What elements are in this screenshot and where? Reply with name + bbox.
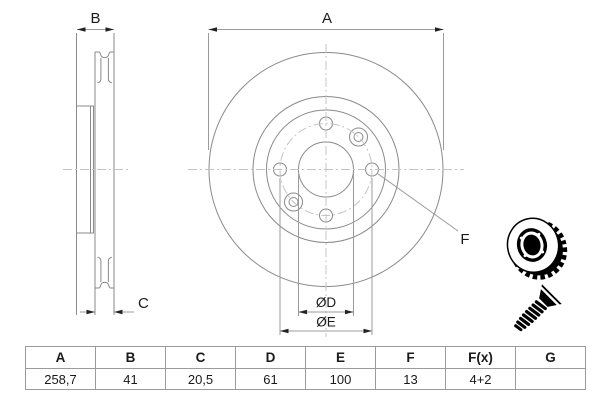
dim-label-c: C [138,295,149,312]
screw-slot [539,286,560,307]
spec-value-fx: 4+2 [445,368,516,390]
spec-header-d: D [235,346,306,369]
vent-wall [97,256,102,282]
arrowhead [77,27,86,32]
arrowhead [114,309,123,315]
spec-header-e: E [305,346,376,369]
screw-threads [514,300,547,332]
arrowhead [345,309,354,315]
dimension-a: A [208,10,444,150]
arrowhead [86,309,95,315]
spec-header-row: A B C D E F F(x) G [25,346,586,369]
arrowhead [298,309,307,315]
locating-hole-ne-inner [353,132,364,142]
brake-disc-3d-icon [506,217,568,280]
ring-bottom-edge [95,281,114,289]
bolt-circle-centerline [279,123,373,216]
hat-edge-circle [266,109,386,230]
locating-hole-sw-outer [284,192,303,212]
spec-header-f: F [375,346,446,369]
spec-value-row: 258,7 41 20,5 61 100 13 4+2 [25,368,586,390]
spec-value-e: 100 [305,368,376,390]
spec-value-f: 13 [375,368,446,390]
arrowhead [208,27,217,32]
spec-value-d: 61 [235,368,306,390]
spec-value-a: 258,7 [25,368,96,390]
dim-label-bore: ØD [316,295,337,310]
spec-header-c: C [165,346,236,369]
spec-value-g [515,368,586,390]
arrowhead [363,328,372,334]
front-centerlines [188,44,464,337]
arrowhead [280,328,289,334]
side-view [76,33,115,315]
locating-hole-ne-outer [349,127,368,147]
arrowhead [105,27,114,32]
arrowhead [435,27,444,32]
dimension-bolt-circle: ØE [279,178,373,335]
spec-value-c: 20,5 [165,368,236,390]
dim-label-f: F [460,231,469,248]
spec-table: A B C D E F F(x) G 258,7 41 20,5 61 100 … [25,346,586,390]
dimension-c: C [80,295,149,315]
drawing-canvas: B C [63,10,568,337]
vent-wall [107,58,112,84]
dimension-f: F [377,173,470,248]
spec-header-fx: F(x) [445,346,516,369]
spec-header-g: G [515,346,586,369]
ring-top-edge [95,51,114,59]
vent-wall [97,58,102,84]
vent-wall [107,256,112,282]
spec-header-b: B [95,346,166,369]
spec-header-a: A [25,346,96,369]
dim-label-bolt-circle: ØE [316,315,336,330]
countersunk-screw-icon [514,284,562,332]
dimension-bore: ØD [298,174,354,316]
hub-highlight-ring [520,231,544,259]
dimension-b: B [77,10,114,32]
dim-label-a: A [322,10,332,27]
spec-value-b: 41 [95,368,166,390]
dim-label-b: B [90,10,100,27]
